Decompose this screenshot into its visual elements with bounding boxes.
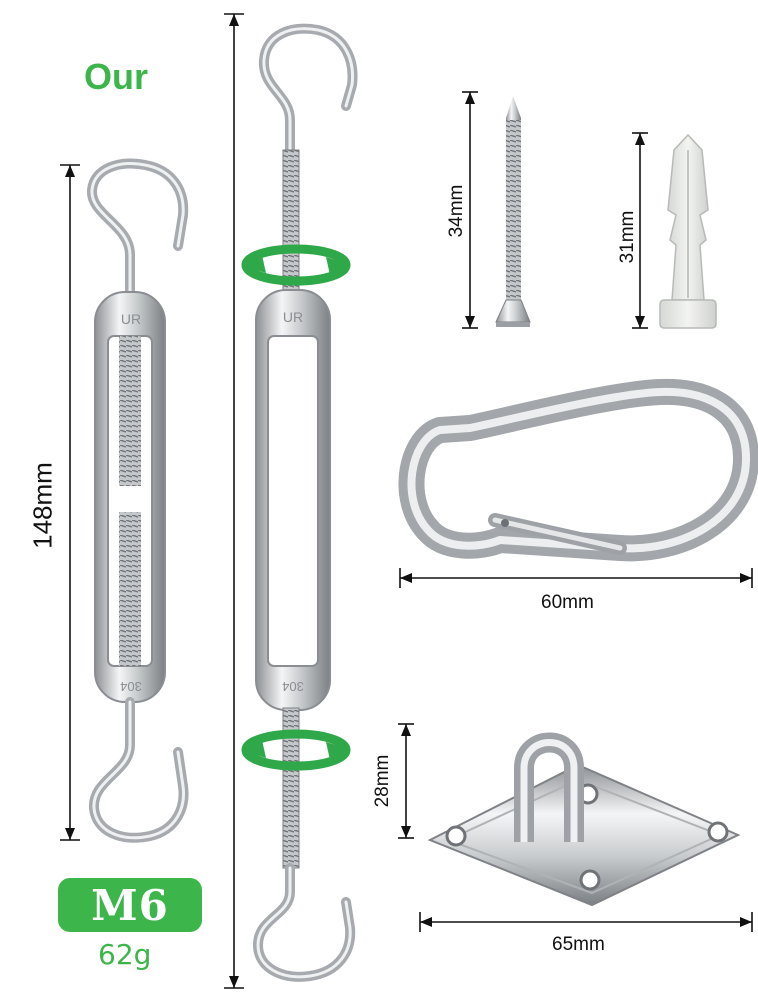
pad-eye-height-label: 28mm: [372, 754, 393, 808]
dimension-pad-eye-height: [398, 723, 414, 839]
anchor-length-label: 31mm: [617, 210, 638, 264]
carabiner-length-label: 60mm: [541, 592, 594, 613]
turnbuckle-long: UR 304: [252, 23, 358, 982]
wood-screw: [495, 96, 531, 327]
carabiner: [398, 378, 758, 562]
dimension-pad-eye-width: [419, 912, 753, 932]
pad-eye-plate: [427, 732, 741, 907]
turnbuckle-length-label: 148mm: [27, 462, 58, 549]
dimension-screw: [462, 91, 478, 329]
turnbuckle-short: UR 304: [87, 158, 189, 843]
rotate-arrow-icon: [241, 244, 351, 286]
weight-label: 62g: [98, 938, 152, 971]
dimension-carabiner: [399, 568, 753, 588]
engraving-top: UR: [121, 311, 141, 327]
pad-eye-width-label: 65mm: [552, 934, 605, 955]
our-label: Our: [84, 56, 149, 97]
dimension-turnbuckle-short: [60, 164, 80, 841]
wall-anchor: [659, 133, 717, 329]
engraving-bottom: 304: [120, 679, 142, 694]
engraving-top: UR: [283, 309, 303, 325]
size-badge: M6: [58, 878, 202, 932]
dimension-turnbuckle-long: [224, 13, 244, 989]
screw-length-label: 34mm: [446, 184, 467, 238]
engraving-bottom: 304: [282, 679, 304, 694]
dimension-anchor: [632, 132, 648, 329]
rotate-arrow-icon: [241, 729, 351, 771]
